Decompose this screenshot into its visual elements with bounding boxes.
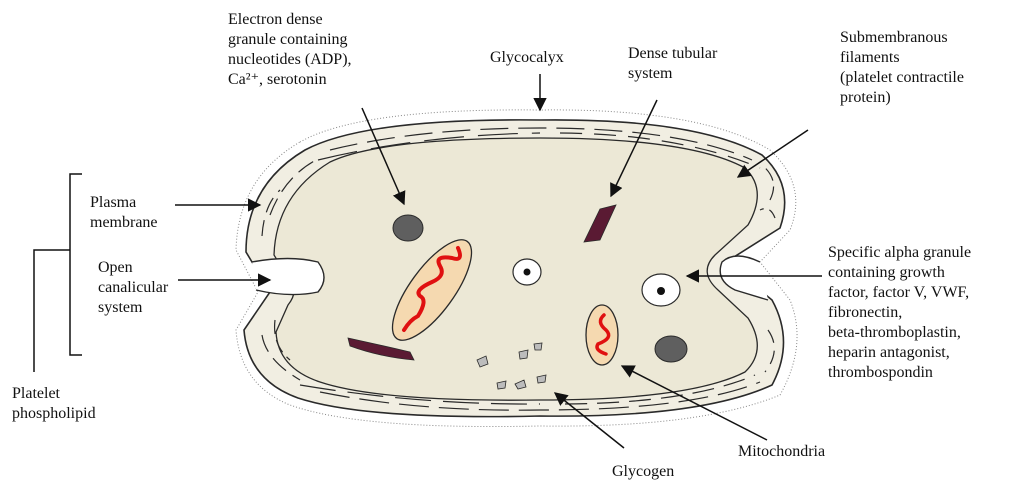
label-platelet-phospholipid: Platelet phospholipid — [12, 384, 96, 424]
open-canalicular-channel — [252, 259, 324, 295]
label-dense-tubular-system: Dense tubular system — [628, 44, 717, 84]
label-electron-dense-granule: Electron dense granule containing nucleo… — [228, 10, 352, 90]
electron-dense-granule — [393, 215, 423, 241]
alpha-granule — [642, 274, 680, 306]
phospholipid-bracket — [34, 174, 82, 372]
label-mitochondria: Mitochondria — [738, 442, 825, 462]
mitochondrion — [586, 305, 618, 365]
label-specific-alpha-granule: Specific alpha granule containing growth… — [828, 243, 971, 383]
label-open-canalicular-system: Open canalicular system — [98, 258, 168, 318]
label-plasma-membrane: Plasma membrane — [90, 193, 158, 233]
electron-dense-granule — [655, 336, 687, 362]
label-glycocalyx: Glycocalyx — [490, 48, 564, 68]
alpha-granule — [513, 259, 541, 285]
label-glycogen: Glycogen — [612, 462, 674, 482]
label-submembranous-filaments: Submembranous filaments (platelet contra… — [840, 28, 964, 108]
